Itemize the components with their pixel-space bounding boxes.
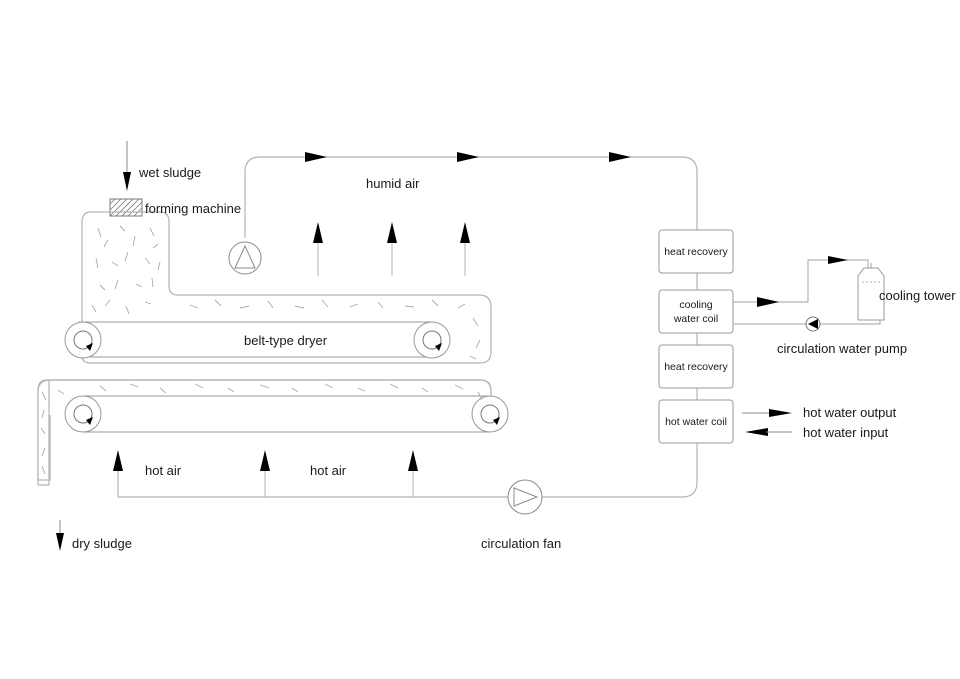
hot-water-coil-box [658, 399, 734, 444]
upper-conveyor-belt [64, 321, 451, 359]
wet-sludge-label: wet sludge [138, 165, 201, 180]
cooling-water-coil-label-line1: cooling [679, 299, 712, 311]
heat-recovery-1-label: heat recovery [664, 246, 728, 258]
humid-air-arrow-2 [457, 152, 479, 162]
dry-sludge-label: dry sludge [72, 536, 132, 551]
hot-air-pipe [117, 442, 698, 498]
belt-type-dryer-label: belt-type dryer [244, 333, 328, 348]
cooling-tower-icon [857, 263, 885, 321]
hot-air-label-1: hot air [145, 463, 182, 478]
dryer-outlet-chute [37, 392, 51, 481]
hot-air-label-2: hot air [310, 463, 347, 478]
heat-recovery-2-box [658, 344, 734, 389]
humid-air-pipe [244, 156, 698, 238]
humid-air-up-arrows [313, 222, 470, 276]
hot-water-input-label: hot water input [803, 425, 889, 440]
circulation-fan-label: circulation fan [481, 536, 561, 551]
hot-air-up-arrows [113, 450, 418, 497]
cooling-tower-label: cooling tower [879, 288, 956, 303]
lower-conveyor-belt [64, 395, 509, 433]
hot-water-coil-label: hot water coil [665, 416, 727, 428]
circulation-water-pump-label: circulation water pump [777, 341, 907, 356]
sludge-texture [40, 225, 483, 475]
hot-water-output-arrow [742, 409, 792, 417]
dryer-housing-lower-outline [37, 379, 492, 398]
humid-air-arrow-3 [609, 152, 631, 162]
hot-water-input-arrow [745, 428, 792, 436]
circulation-fan-icon [507, 479, 543, 515]
forming-machine-icon [109, 198, 143, 217]
humid-air-arrow-1 [305, 152, 327, 162]
cooling-top-arrow [828, 256, 848, 264]
dry-sludge-arrow [56, 520, 64, 551]
cooling-water-coil-box [658, 289, 734, 334]
circulation-water-pump-icon [805, 316, 821, 332]
forming-machine-label: forming machine [145, 201, 241, 216]
humid-air-label: humid air [366, 176, 420, 191]
hot-water-output-label: hot water output [803, 405, 897, 420]
wet-sludge-arrow [123, 141, 131, 191]
cooling-supply-arrow [757, 297, 779, 307]
heat-recovery-2-label: heat recovery [664, 361, 728, 373]
cooling-water-coil-label-line2: water coil [673, 313, 718, 325]
exhaust-fan-icon [228, 241, 262, 275]
heat-recovery-1-box [658, 229, 734, 274]
